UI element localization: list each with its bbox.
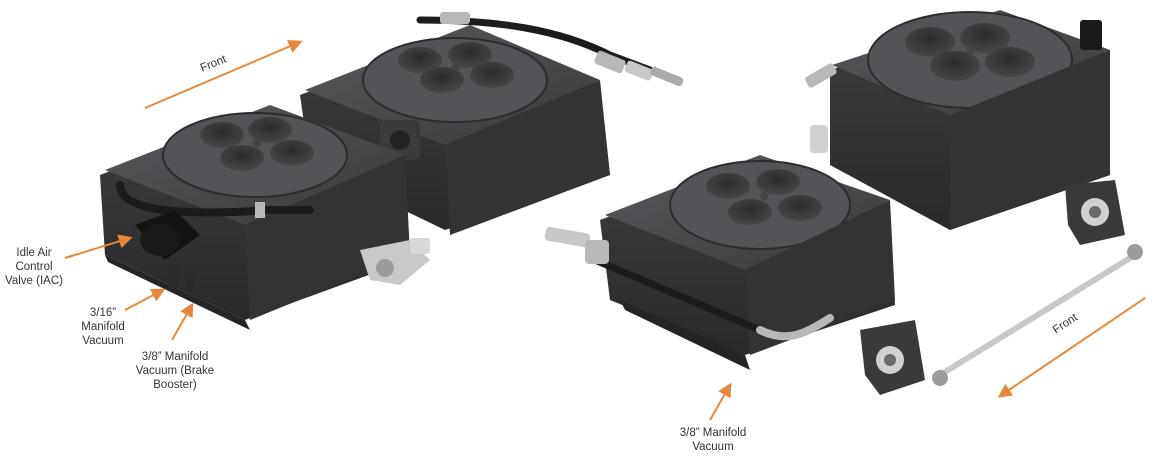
vac-316-label-line: 3/16” — [89, 307, 117, 319]
vac-316-label: 3/16” Manifold Vacuum — [68, 306, 138, 348]
vac-38-arrow — [709, 382, 732, 421]
iac-valve — [135, 210, 200, 260]
fuel-fitting-left — [440, 12, 684, 87]
fuel-line-right — [591, 256, 764, 334]
throttle-bracket-front — [860, 320, 925, 395]
throttle-linkage-rod — [932, 244, 1143, 386]
vac-38-brake-label-line: 3/8” Manifold — [141, 351, 209, 363]
front-arrow-left — [144, 39, 303, 109]
throttle-body-right-front — [600, 155, 895, 370]
fuel-fitting-right-front — [544, 226, 834, 341]
vac-38-brake-label-line: Vacuum (Brake — [135, 365, 215, 377]
iac-label: Idle Air Control Valve (IAC) — [0, 246, 68, 288]
vac-38-brake-label: 3/8” Manifold Vacuum (Brake Booster) — [125, 350, 225, 392]
vac-38-brake-label-line: Booster) — [153, 379, 197, 391]
vac-38-label-line: 3/8” Manifold — [679, 427, 747, 439]
throttle-bracket-rear — [1065, 180, 1125, 245]
hose-clamp — [255, 202, 265, 218]
vacuum-ports-left — [168, 265, 195, 292]
vac-38-label-line: Vacuum — [692, 441, 734, 453]
throttle-linkage-left — [360, 238, 430, 285]
vac-38-label: 3/8” Manifold Vacuum — [658, 426, 768, 454]
throttle-body-right-rear — [830, 10, 1110, 230]
iac-label-line: Control — [15, 261, 53, 273]
vac-38-brake-arrow — [171, 302, 194, 341]
vac-316-label-line: Vacuum — [82, 335, 124, 347]
front-arrow-right — [997, 297, 1146, 398]
iac-label-line: Idle Air — [16, 247, 52, 259]
iac-label-line: Valve (IAC) — [5, 275, 63, 287]
fuel-fitting-right-rear — [805, 63, 837, 153]
vac-316-label-line: Manifold — [81, 321, 125, 333]
iac-arrow — [64, 234, 133, 259]
vac-316-arrow — [124, 288, 166, 311]
